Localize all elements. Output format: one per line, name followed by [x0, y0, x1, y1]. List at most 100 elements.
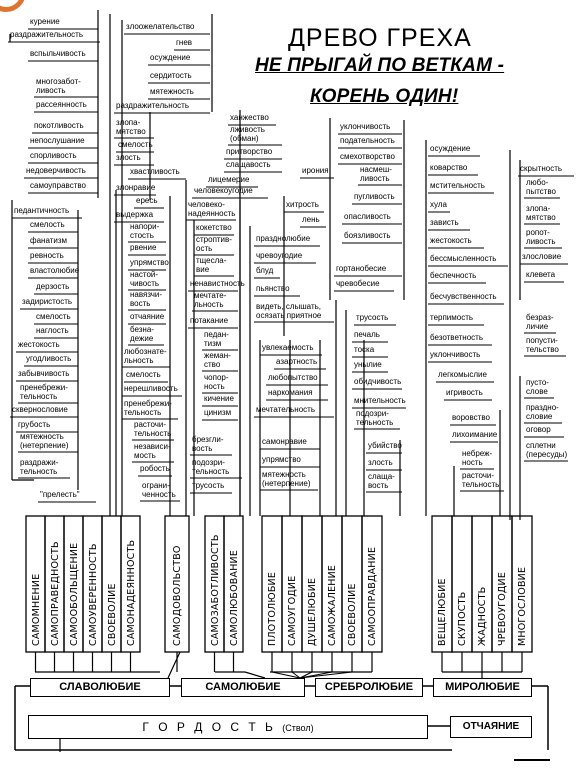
branch-label: пусто- слове	[526, 378, 549, 396]
branch-label: праздно- словие	[526, 403, 559, 421]
despair-box: ОТЧАЯНИЕ	[450, 716, 532, 738]
branch-label: строптив- ость	[196, 235, 232, 253]
branch-label: кокетство	[196, 223, 232, 232]
branch-label: беспечность	[430, 271, 477, 280]
limb-1: САМОПРАВЕДНОСТЬ	[49, 541, 61, 646]
branch-label: мечтательность	[256, 405, 315, 414]
branch-label: расточи- тельность	[462, 471, 500, 489]
branch-label: напори- стость	[130, 222, 160, 240]
branch-label: курение	[30, 17, 60, 26]
branch-label: задиристость	[22, 297, 73, 306]
branch-label: раздражительность	[116, 101, 189, 110]
limb-7: САМОЗАБОТЛИВОСТЬ	[209, 534, 221, 646]
branch-label: безна- дежие	[130, 325, 154, 343]
branch-label: робость	[140, 464, 170, 473]
branch-label: наркомания	[268, 388, 313, 397]
limb-12: САМОЖАЛЕНИЕ	[327, 564, 338, 646]
branch-label: воровство	[452, 413, 490, 422]
branch-label: обидчивость	[354, 377, 402, 386]
branch-label: уклончивость	[430, 350, 481, 359]
branch-label: педантичность	[14, 206, 70, 215]
branch-label: раздражи- тельность	[20, 458, 59, 476]
limb-17: ЖАДНОСТЬ	[477, 586, 488, 646]
branch-label: человекоугодие	[194, 186, 253, 195]
branch-label: расточи- тельность	[134, 420, 172, 438]
branch-label: выдержка	[116, 210, 154, 219]
limb-10: САМОУГОДИЕ	[287, 575, 298, 646]
branch-label: зависть	[430, 218, 459, 227]
branch-label: коварство	[430, 163, 468, 172]
branch-label: смелость	[30, 220, 65, 229]
branch-label: отчаяние	[130, 312, 165, 321]
branch-label: мятежность (нетерпение)	[262, 470, 311, 488]
branch-label: гнев	[176, 38, 193, 47]
root-srebrolyubie: СРЕБРОЛЮБИЕ	[315, 678, 423, 697]
branch-label: празднолюбие	[256, 234, 311, 243]
limb-0: САМОМНЕНИЕ	[30, 573, 42, 646]
branch-label: мстительность	[430, 181, 485, 190]
branch-label: лихоимание	[452, 430, 498, 439]
branch-label: легкомыслие	[438, 370, 487, 379]
subtitle-line-1: НЕ ПРЫГАЙ ПО ВЕТКАМ -	[255, 55, 505, 76]
limb-15: ВЕЩЕЛЮБИЕ	[437, 578, 448, 646]
branch-label: забывчивость	[18, 369, 70, 378]
branch-label: пугливость	[354, 192, 395, 201]
root-slavolyubie: СЛАВОЛЮБИЕ	[30, 678, 170, 697]
branch-label: мечтате- льность	[194, 291, 227, 309]
branch-label: чопор- ность	[204, 373, 229, 391]
branch-label: фанатизм	[30, 236, 68, 245]
branch-label: тщесла- вие	[196, 256, 227, 274]
limb-6: САМОДОВОЛЬСТВО	[172, 545, 183, 646]
branch-label: оговор	[526, 425, 551, 434]
branch-label: смелость	[126, 370, 161, 379]
branch-label: ревность	[30, 251, 64, 260]
branch-label: притворство	[226, 147, 273, 156]
branch-label: унылие	[354, 360, 382, 369]
branch-label: клевета	[526, 270, 556, 279]
branch-label: бессмысленность	[430, 254, 497, 263]
branch-label: лживость (обман)	[230, 125, 265, 143]
branch-label: подозри- тельность	[192, 458, 230, 476]
branch-label: властолюбие	[30, 266, 80, 275]
branch-label: злословие	[522, 252, 562, 261]
branch-label: мятежность (нетерпение)	[20, 432, 69, 450]
branch-label: мятежность	[150, 87, 194, 96]
branch-label: хитрость	[286, 200, 319, 209]
branch-label: брезгли- вость	[192, 435, 224, 453]
branch-label: ненавистность	[190, 279, 245, 288]
branch-label: упрямство	[130, 258, 169, 267]
branch-label: педан- тизм	[204, 330, 229, 348]
branch-label: мнительность	[354, 396, 406, 405]
branch-label: нерешливость	[124, 384, 178, 393]
branch-label: хула	[430, 200, 447, 209]
branch-label: злоожелательство	[126, 22, 195, 31]
branch-label: любопытство	[268, 373, 318, 382]
branch-label: самоуправство	[30, 181, 86, 190]
branch-label: дерзость	[36, 282, 70, 291]
root-samolyubie: САМОЛЮБИЕ	[181, 678, 305, 697]
branch-label: жестокость	[430, 236, 472, 245]
limb-4: СВОЕВОЛИЕ	[106, 583, 118, 646]
branch-label: жестокость	[18, 340, 60, 349]
branch-label: небреж- ность	[462, 449, 493, 467]
branch-label: попусти- тельство	[526, 336, 559, 354]
branch-label: злонравие	[116, 183, 156, 192]
branch-label: смелость	[118, 140, 153, 149]
branch-label: чревобесие	[336, 279, 380, 288]
branch-label: убийство	[368, 441, 402, 450]
limb-16: СКУПОСТЬ	[457, 591, 468, 646]
branch-label: пьянство	[256, 284, 290, 293]
branch-label: печаль	[354, 330, 380, 339]
branch-label: хвастливость	[130, 167, 180, 176]
branch-label: многозабот- ливость	[36, 77, 81, 95]
branch-label: навязчи- вость	[130, 290, 163, 308]
limb-19: МНОГОСЛОВИЕ	[517, 566, 528, 646]
branch-label: пренебрежи- тельность	[124, 399, 172, 417]
branch-label: покотливость	[34, 121, 84, 130]
branch-label: бесчувственность	[430, 292, 497, 301]
branch-label: уклончивость	[340, 122, 391, 131]
subtitle-line-2: КОРЕНЬ ОДИН!	[310, 86, 459, 107]
limb-14: САМООПРАВДАНИЕ	[367, 546, 378, 646]
trunk-label: Г О Р Д О С Т Ь	[142, 720, 276, 734]
